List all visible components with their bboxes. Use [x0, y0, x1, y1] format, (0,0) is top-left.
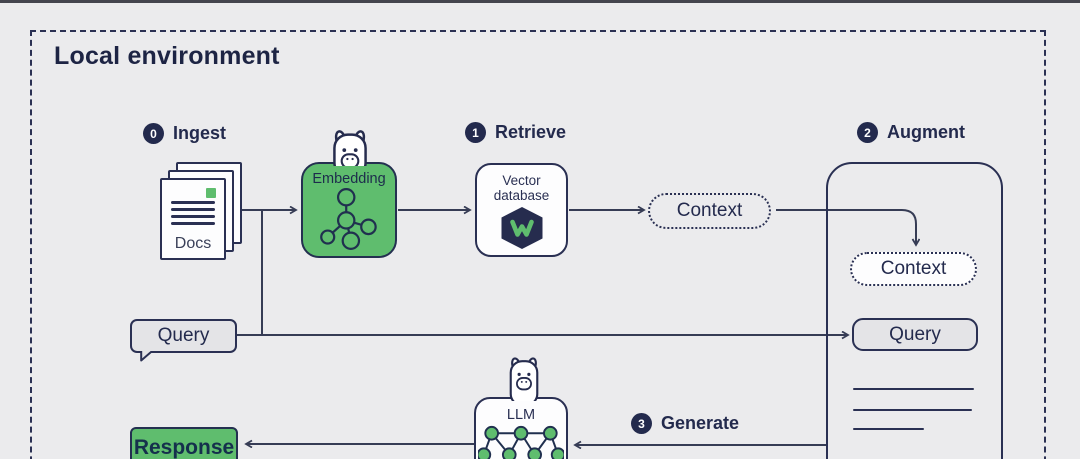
- doc-text-line: [171, 215, 215, 218]
- step-number-badge: 3: [631, 413, 652, 434]
- step-retrieve: 1 Retrieve: [465, 122, 566, 143]
- vector-database-label-line2: database: [493, 188, 550, 204]
- neural-network-icon: [476, 425, 566, 459]
- query-bubble-tail: [140, 349, 157, 362]
- docs-node: Docs: [160, 162, 242, 260]
- llm-label: LLM: [506, 407, 536, 423]
- vector-database-node: Vector database: [475, 163, 568, 257]
- step-augment: 2 Augment: [857, 122, 965, 143]
- query-panel-label: Query: [889, 323, 941, 345]
- step-label: Retrieve: [495, 122, 567, 142]
- step-number-badge: 0: [143, 123, 164, 144]
- panel-text-line: [853, 388, 974, 390]
- response-label: Response: [133, 436, 235, 459]
- query-bubble: Query: [130, 319, 237, 362]
- panel-text-line: [853, 409, 972, 411]
- docs-label: Docs: [174, 235, 212, 252]
- llama-icon: [333, 130, 367, 166]
- doc-corner-square: [206, 188, 216, 198]
- query-panel-box: Query: [852, 318, 978, 351]
- context-panel-pill: Context: [850, 252, 977, 286]
- diagram-title: Local environment: [54, 42, 280, 70]
- query-bubble-label: Query: [157, 325, 210, 346]
- step-ingest: 0 Ingest: [143, 123, 226, 144]
- step-generate: 3 Generate: [631, 413, 739, 434]
- vector-database-label-line1: Vector: [502, 173, 541, 188]
- doc-text-line: [171, 201, 215, 204]
- llama-icon: [509, 357, 539, 401]
- local-environment-frame: [30, 30, 1046, 459]
- documents-icon: Docs: [160, 178, 226, 260]
- response-node: Response: [130, 427, 238, 459]
- context-flow-label: Context: [676, 200, 743, 221]
- graph-nodes-icon: [320, 187, 377, 251]
- weaviate-hexagon-icon: [501, 207, 542, 250]
- embedding-label: Embedding: [312, 171, 386, 187]
- step-label: Generate: [661, 413, 740, 433]
- panel-text-line: [853, 428, 924, 430]
- embedding-node: Embedding: [301, 130, 397, 258]
- llm-node: LLM: [474, 357, 568, 459]
- step-number-badge: 2: [857, 122, 878, 143]
- step-label: Ingest: [173, 123, 227, 143]
- step-label: Augment: [887, 122, 965, 142]
- context-flow-pill: Context: [648, 193, 771, 229]
- augment-panel: [826, 162, 1003, 459]
- top-edge-line: [0, 0, 1080, 3]
- wire-context-to-panel: [776, 209, 916, 245]
- doc-text-line: [171, 208, 215, 211]
- doc-text-line: [171, 222, 215, 225]
- context-panel-label: Context: [880, 258, 947, 279]
- step-number-badge: 1: [465, 122, 486, 143]
